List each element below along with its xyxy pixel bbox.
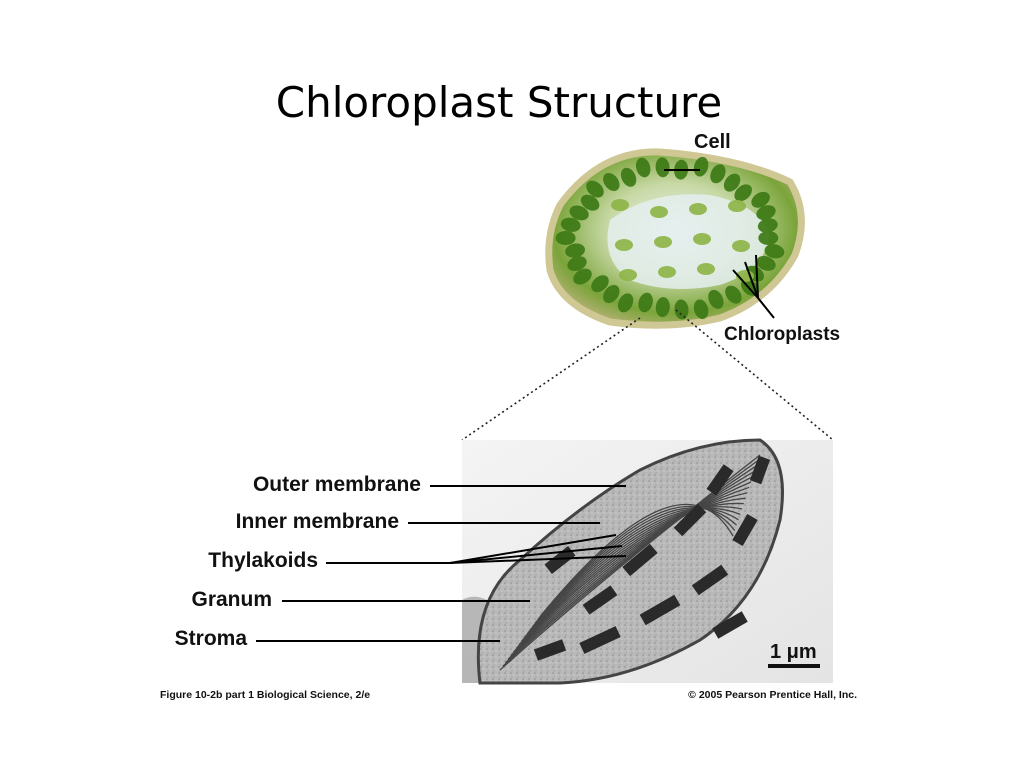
thylakoid-membrane [513, 481, 752, 653]
cell-chloroplast [693, 233, 711, 245]
granum-stack [749, 455, 771, 485]
cell-chloroplast [655, 297, 670, 318]
thylakoid-membrane [534, 507, 738, 624]
cell-chloroplast [615, 239, 633, 251]
cell-chloroplast [693, 156, 709, 177]
thylakoids-label: Thylakoids [208, 549, 318, 572]
cell-chloroplast [635, 157, 651, 178]
cell-chloroplast [655, 157, 670, 178]
cell-chloroplast [756, 255, 776, 271]
cell-chloroplast [734, 184, 752, 202]
cell-chloroplast [764, 244, 785, 259]
thylakoid-membrane [523, 502, 744, 639]
cell-chloroplast [591, 275, 609, 293]
copyright-caption: © 2005 Pearson Prentice Hall, Inc. [688, 689, 857, 701]
granum-stack [579, 626, 621, 654]
cell-chloroplast [611, 199, 629, 211]
scale-bar [768, 664, 820, 668]
granum-stack [712, 611, 748, 639]
granum-label: Granum [191, 588, 272, 611]
slide-title: Chloroplast Structure [275, 78, 723, 127]
cell-chloroplast [650, 206, 668, 218]
electron-micrograph [462, 438, 833, 685]
thylakoid-membrane [526, 506, 743, 635]
granum-stack [706, 464, 734, 496]
cell-chloroplast [603, 172, 620, 192]
granum-stack [544, 546, 576, 574]
granum-stack [582, 585, 618, 615]
figure-caption: Figure 10-2b part 1 Biological Science, … [160, 689, 371, 701]
cell-chloroplast [693, 299, 709, 320]
thylakoid-membrane [529, 507, 741, 631]
grana-stacks [533, 455, 771, 661]
granum-stack [622, 543, 658, 577]
thylakoid-membranes [499, 454, 761, 671]
cell-vacuole [607, 194, 770, 289]
cell-chloroplast [757, 218, 778, 233]
cell-chloroplast [555, 231, 576, 245]
cell-label: Cell [694, 131, 731, 153]
stroma-label: Stroma [174, 627, 247, 650]
cell-chloroplast [620, 167, 637, 187]
scale-bar-label: 1 μm [770, 641, 817, 663]
cell-chloroplast [708, 289, 724, 309]
cell-chloroplast [619, 269, 637, 281]
cell-chloroplast [573, 268, 592, 285]
cell-chloroplast [658, 266, 676, 278]
zoom-lines [461, 309, 834, 441]
cell-chloroplast [689, 203, 707, 215]
cell-chloroplast [732, 240, 750, 252]
cell-chloroplast [758, 231, 779, 245]
chloroplasts-pointer-lines [664, 169, 775, 319]
cell-chloroplast [638, 292, 653, 313]
thylakoid-membrane [515, 486, 750, 649]
granum-stack [732, 514, 758, 546]
cell-chloroplast [725, 285, 742, 304]
thylakoid-membrane [510, 476, 754, 657]
cell-chloroplast [565, 243, 586, 258]
cell-chloroplast [617, 293, 634, 313]
thylakoid-membrane [521, 497, 746, 642]
label-leader-lines [256, 485, 627, 642]
thylakoid-membrane [518, 492, 748, 646]
cell-chloroplast [560, 217, 581, 232]
cell-chloroplast [697, 263, 715, 275]
cell-chloroplast [674, 299, 689, 320]
cell-chloroplast [586, 180, 604, 198]
thylakoid-membrane [539, 503, 734, 617]
granum-stack [533, 639, 567, 661]
outer-membrane-label: Outer membrane [252, 473, 421, 496]
cell-chloroplast [751, 191, 770, 208]
thylakoid-membrane [537, 505, 736, 621]
thylakoid-membrane [507, 470, 755, 660]
thylakoid-membrane [531, 507, 739, 628]
inner-membrane-label: Inner membrane [235, 510, 399, 533]
cell-chloroplast [723, 173, 741, 192]
cell-chloroplast [603, 284, 620, 304]
plant-cell-image [545, 148, 805, 329]
cell-chloroplast [728, 200, 746, 212]
granum-stack [673, 503, 707, 537]
cell-chloroplast [569, 205, 589, 221]
cell-chloroplast [580, 194, 600, 211]
cell-chloroplast [654, 236, 672, 248]
chloroplasts-label: Chloroplasts [724, 324, 841, 345]
cell-chloroplast [756, 205, 776, 221]
cell-chloroplast [710, 164, 726, 184]
granum-stack [639, 594, 681, 626]
granum-stack [691, 564, 729, 596]
cell-chloroplast [567, 256, 587, 272]
